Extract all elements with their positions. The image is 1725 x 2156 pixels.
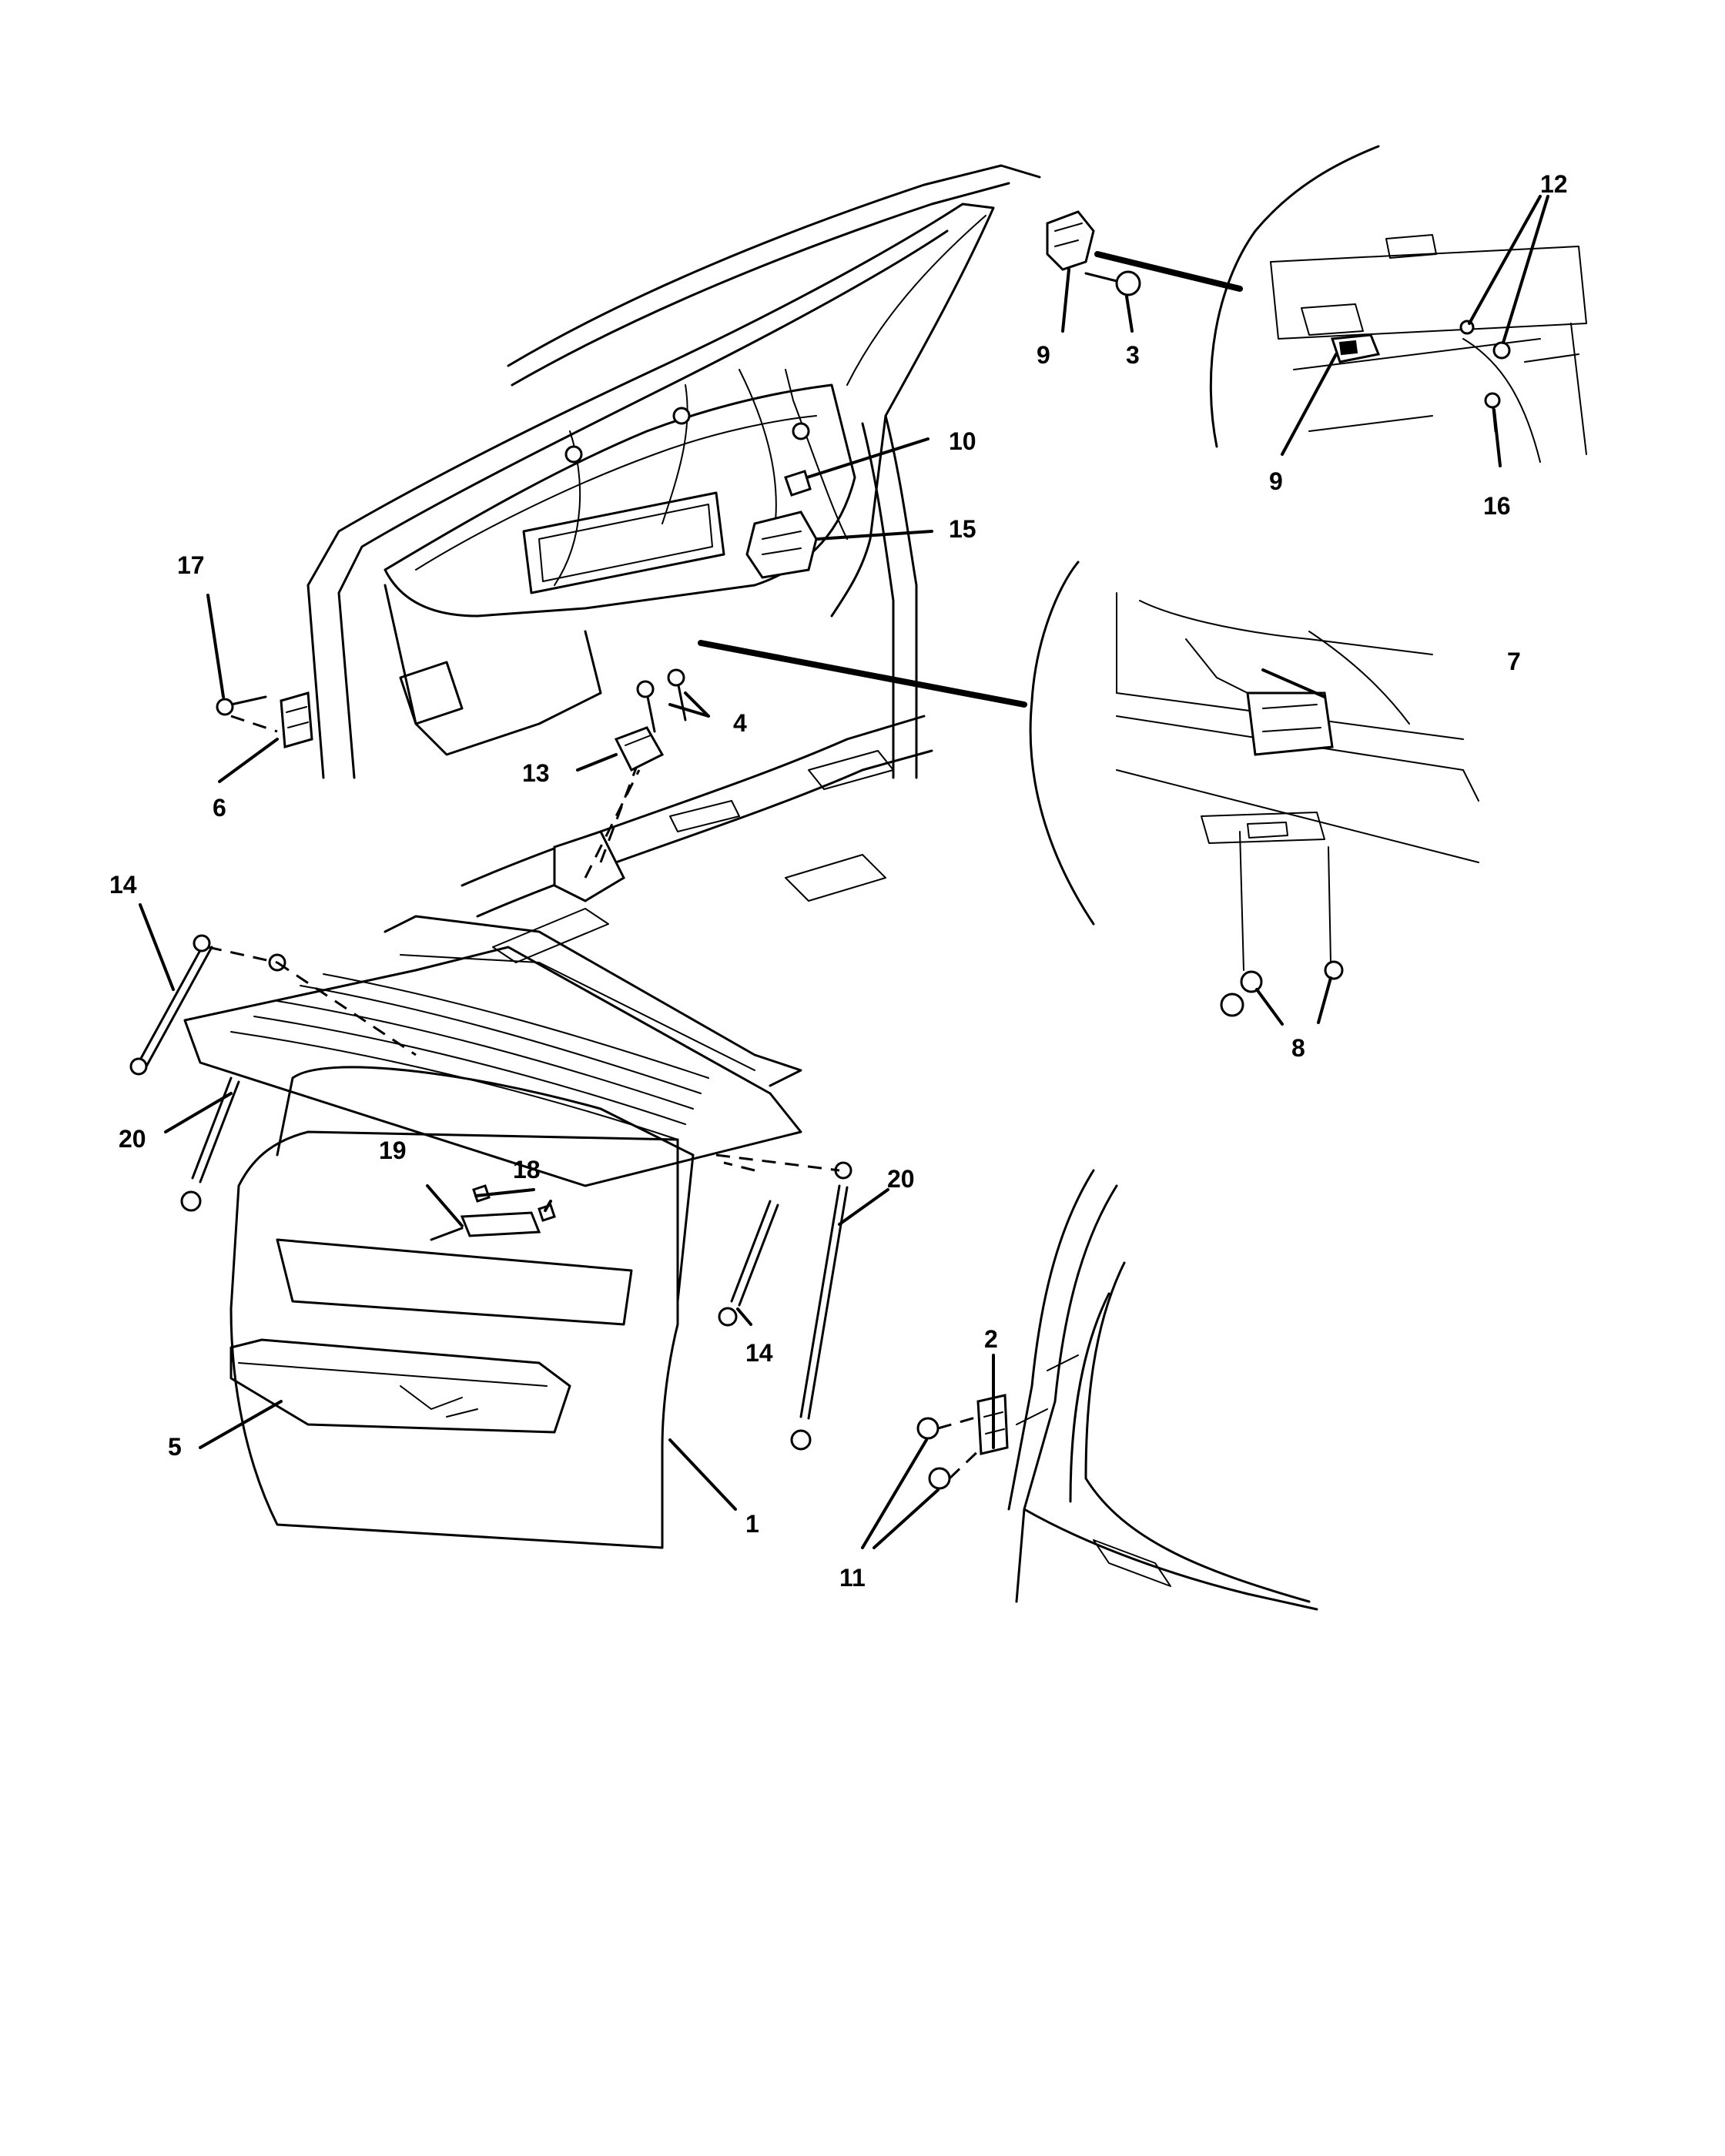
connector-line-middle	[698, 640, 1027, 708]
callout-20-right: 20	[887, 1165, 915, 1193]
latch-part-15	[745, 511, 818, 579]
body-side-view	[916, 1169, 1318, 1611]
callout-10: 10	[949, 427, 976, 455]
callout-7: 7	[1507, 648, 1521, 675]
callout-14-left: 14	[109, 871, 137, 899]
callout-19: 19	[379, 1137, 407, 1164]
detail-view-upper	[1209, 145, 1587, 463]
callout-18: 18	[513, 1156, 541, 1183]
callout-2: 2	[984, 1325, 998, 1353]
callout-9-upper: 9	[1037, 341, 1050, 369]
hinge-part-9	[1046, 210, 1095, 271]
callout-15: 15	[949, 515, 976, 543]
leader-lines	[139, 195, 1549, 1549]
callout-14-right: 14	[745, 1339, 773, 1367]
liftgate-opening-view	[306, 164, 1041, 963]
connector-line-upper	[1094, 251, 1243, 292]
callout-4: 4	[733, 709, 747, 737]
callout-6: 6	[213, 794, 226, 822]
liftgate-assembly-view	[129, 915, 852, 1549]
hinge-part-6	[280, 691, 313, 748]
callout-11: 11	[839, 1564, 866, 1592]
callout-17: 17	[177, 551, 205, 579]
callout-12: 12	[1540, 170, 1568, 198]
clip-part-10	[784, 470, 812, 497]
detail-view-middle	[1029, 561, 1479, 1017]
callout-20-left: 20	[119, 1125, 146, 1153]
callout-3: 3	[1126, 341, 1140, 369]
striker-part-13	[614, 726, 665, 772]
bolt-part-17	[216, 695, 278, 733]
bolt-part-4	[636, 668, 687, 733]
callout-5: 5	[168, 1433, 182, 1461]
callout-16: 16	[1483, 492, 1511, 520]
callout-labels: 1 2 3 4 5 6 7 8 9 9 10 11 12 13 14 14 15…	[109, 170, 1568, 1592]
callout-1: 1	[745, 1510, 759, 1538]
callout-13: 13	[522, 759, 550, 787]
bolt-part-3	[1084, 270, 1141, 296]
callout-8: 8	[1291, 1034, 1305, 1062]
callout-9-detail: 9	[1269, 467, 1283, 495]
